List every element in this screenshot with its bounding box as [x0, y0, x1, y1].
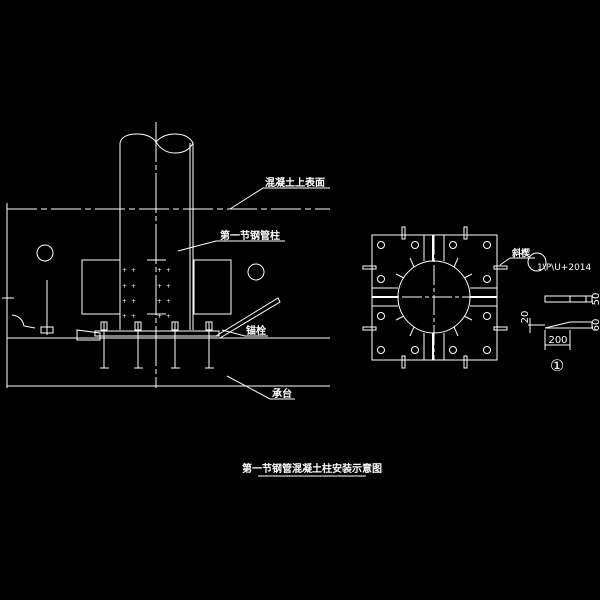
- svg-text:+ + + +: + + + +: [122, 313, 171, 320]
- cut-curve: [11, 314, 36, 329]
- bolt-hole-marks: + + + + + + + + + + + + + + + +: [122, 267, 171, 320]
- drawing-title: 第一节钢管混凝土柱安装示意图: [242, 462, 382, 475]
- leader-anchor-bolt: [221, 329, 268, 337]
- anchor-bolts: [100, 321, 214, 369]
- leader-pile-cap: [226, 375, 295, 400]
- dim-20: 20: [520, 311, 531, 324]
- anchor-bolt: [134, 321, 143, 369]
- circle-left: [36, 244, 54, 262]
- svg-text:+ + + +: + + + +: [122, 267, 171, 274]
- label-first-column: 第一节钢管柱: [220, 229, 280, 242]
- wedge-left: [76, 329, 101, 341]
- dim-60: 60: [591, 319, 600, 332]
- anchor-bolt: [100, 321, 109, 369]
- dim-50: 50: [591, 293, 600, 306]
- rod-foot: [40, 326, 54, 334]
- detail-callout-circle: [527, 252, 547, 272]
- label-concrete-top: 混凝土上表面: [265, 176, 325, 189]
- label-wedge: 斜楔: [511, 247, 531, 259]
- leader-wedge: [499, 257, 535, 266]
- left-block: [81, 259, 121, 315]
- label-anchor-bolt: 锚栓: [246, 324, 266, 337]
- detail-ref-text: 1\P\U+2014: [537, 263, 592, 273]
- wedge-right: [215, 297, 281, 339]
- plan-stiffeners: [372, 235, 497, 360]
- svg-text:+ + + +: + + + +: [122, 283, 171, 290]
- dim-200: 200: [548, 335, 567, 346]
- anchor-bolt: [171, 321, 180, 369]
- leader-concrete-top: [229, 187, 330, 210]
- detail-wedge: [544, 321, 593, 329]
- plan-bolts: [377, 241, 491, 354]
- leader-first-column: [177, 240, 285, 252]
- plan-wedges: [362, 226, 508, 369]
- detail-1: 50 20 60 200 ①: [520, 293, 600, 375]
- anchor-bolt: [205, 321, 214, 369]
- label-pile-cap: 承台: [272, 387, 292, 400]
- svg-text:+ + + +: + + + +: [122, 298, 171, 305]
- column-break-cap: [119, 133, 194, 154]
- right-block: [193, 259, 232, 315]
- detail-marker: ①: [550, 356, 564, 375]
- plan-view: 斜楔 1\P\U+2014: [362, 226, 592, 369]
- detail-plate-50: [544, 295, 593, 303]
- plan-ribs: [395, 257, 473, 337]
- elevation-view: + + + + + + + + + + + + + + + +: [2, 122, 330, 400]
- base-plate: [94, 330, 220, 337]
- circle-right: [247, 263, 265, 281]
